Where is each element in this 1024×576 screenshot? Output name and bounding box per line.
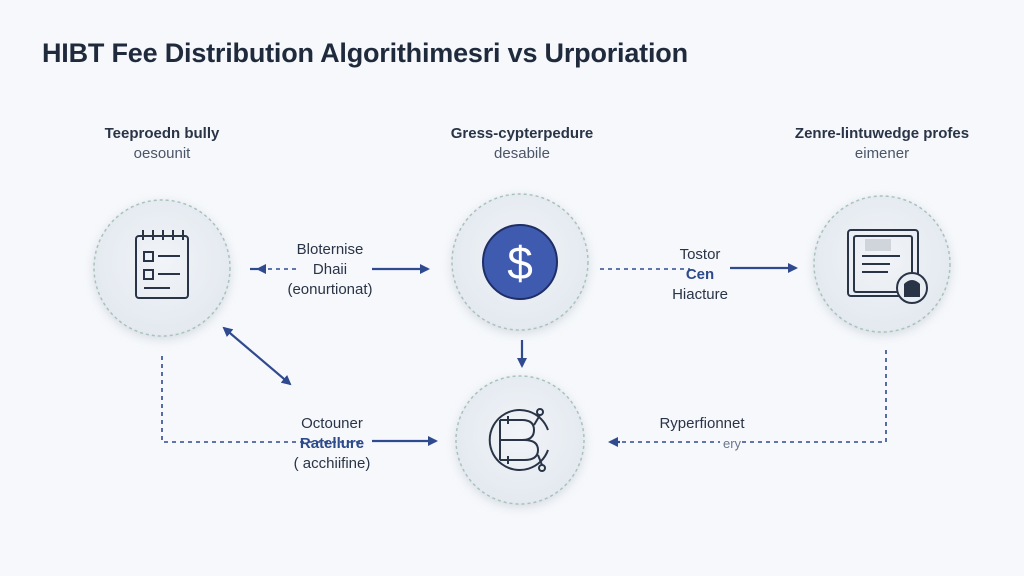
node-right [813, 195, 951, 333]
edge-label-top-left: Bloternise Dhaii (eonurtionat) [250, 240, 410, 300]
edge-bottom-right-line1: Ryperfionnet [659, 415, 745, 432]
bitcoin-circuit-icon [488, 408, 549, 472]
connector-right-bottom [740, 350, 887, 443]
edge-label-bottom-left: Octouner Ratellure ( acchiifine) [252, 414, 412, 474]
column-right-subheading: eimener [854, 145, 910, 162]
edge-top-right-line3: Hiacture [672, 286, 728, 303]
node-center-bottom [455, 375, 585, 505]
edge-top-right-line1: Tostor [679, 246, 721, 263]
connector-left-bottom [161, 356, 360, 443]
column-right-heading: Zenre-lintuwedge profes [794, 125, 970, 142]
node-center-top: $ [451, 193, 589, 331]
column-left-subheading: oesounit [133, 145, 191, 162]
edge-top-right-line2: Cen [685, 266, 715, 283]
column-label-left: Teeproedn bully oesounit [32, 124, 292, 164]
column-label-right: Zenre-lintuwedge profes eimener [752, 124, 1012, 164]
column-label-center: Gress-cypterpedure desabile [392, 124, 652, 164]
edge-bottom-right-line2: ery [722, 436, 742, 451]
edge-top-left-line2: Dhaii [312, 261, 348, 278]
svg-text:$: $ [507, 237, 533, 289]
document-lock-icon [847, 229, 928, 304]
edge-top-left-line3: (eonurtionat) [287, 281, 373, 298]
edge-bottom-left-line2: Ratellure [299, 435, 365, 452]
edge-label-top-right: Tostor Cen Hiacture [620, 245, 780, 305]
document-list-icon [135, 230, 189, 299]
dollar-coin-icon: $ [482, 224, 558, 300]
edge-top-left-line1: Bloternise [296, 241, 364, 258]
column-center-subheading: desabile [494, 145, 550, 162]
edge-bottom-left-line1: Octouner [301, 415, 363, 432]
edge-bottom-left-line3: ( acchiifine) [293, 455, 371, 472]
diagram-title: HIBT Fee Distribution Algorithimesri vs … [42, 38, 688, 68]
column-center-heading: Gress-cypterpedure [450, 125, 594, 142]
node-left [93, 199, 231, 337]
column-left-heading: Teeproedn bully [104, 125, 220, 142]
edge-label-bottom-right: Ryperfionnet ery [622, 414, 782, 454]
arrow-diagonal [222, 326, 292, 386]
solid-arrows [222, 263, 798, 447]
